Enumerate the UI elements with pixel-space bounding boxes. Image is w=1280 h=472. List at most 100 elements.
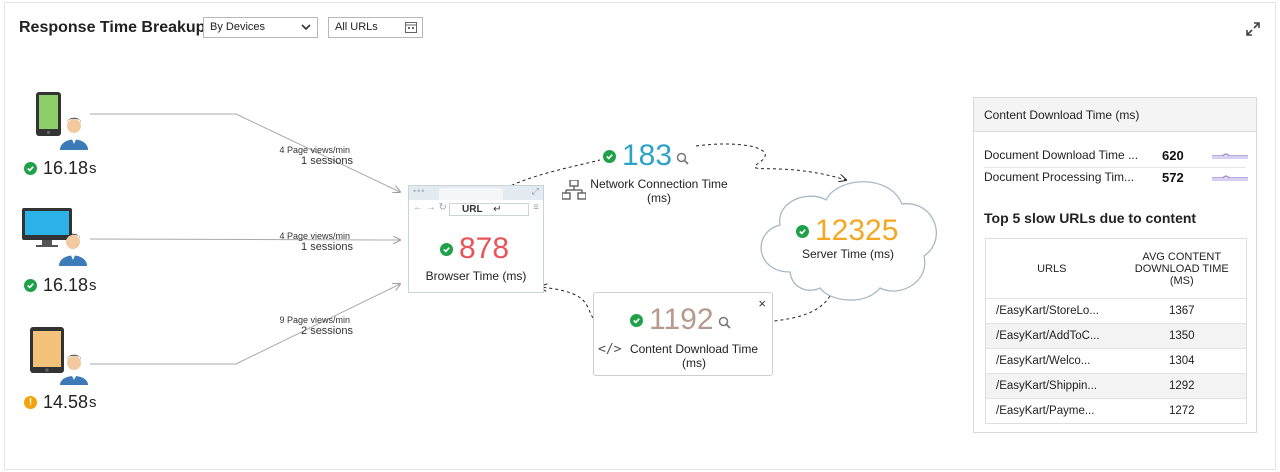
url-cell: /EasyKart/StoreLo... [985,298,1118,324]
panel-row-value: 572 [1162,170,1184,185]
col-time-header-line3: (MS) [1169,274,1194,287]
table-row[interactable]: /EasyKart/Shippin...1292 [985,373,1247,399]
table-row[interactable]: /EasyKart/Payme...1272 [985,398,1247,424]
browser-back-forward-icon: ← → ↻ [413,202,447,213]
col-time-header-line1: AVG CONTENT [1142,250,1222,263]
server-cloud [760,181,937,301]
content-time-label: Content Download Time (ms) [624,342,764,370]
mobile-page-views: 4 Page views/min [279,145,350,155]
page-title: Response Time Breakup [19,19,206,36]
slow-urls-table: URLS AVG CONTENT DOWNLOAD TIME (MS) /Eas… [985,238,1247,424]
view-by-value: By Devices [210,21,266,33]
table-row[interactable]: /EasyKart/StoreLo...1367 [985,298,1247,324]
browser-resize-icon: ⤢ [531,186,539,196]
server-time-label: Server Time (ms) [801,247,894,261]
time-cell: 1367 [1117,298,1247,324]
tablet-sessions: 2 sessions [301,325,353,337]
browser-time-value: 878 [459,232,510,265]
browser-navbar: ← → ↻ URL ↵ ≡ [409,200,543,216]
chevron-down-icon [301,24,311,31]
desktop-sessions: 1 sessions [301,241,353,253]
status-ok-icon [603,149,616,163]
mobile-sessions: 1 sessions [301,155,353,167]
time-cell: 1350 [1117,323,1247,349]
panel-row-value: 620 [1162,148,1184,163]
desktop-time-value: 16.18 [43,275,89,295]
url-cell: /EasyKart/AddToC... [985,323,1118,349]
browser-address-bar: URL ↵ [449,203,529,216]
desktop-user-icon [22,208,87,266]
mobile-time-unit: s [89,160,97,177]
panel-divider [984,167,1246,168]
browser-time-label: Browser Time (ms) [425,269,527,283]
network-time-metric[interactable]: 183 [603,141,690,171]
browser-menu-icon: ≡ [533,202,539,213]
network-label-line2: (ms) [647,191,671,205]
tablet-page-views: 9 Page views/min [279,315,350,325]
tablet-time-value: 14.58 [43,392,89,412]
time-cell: 1304 [1117,348,1247,374]
status-ok-icon [630,313,643,327]
network-time-value: 183 [622,139,673,172]
status-ok-icon [24,279,37,292]
url-cell: /EasyKart/Shippin... [985,373,1118,399]
widget-frame [4,2,1276,470]
table-header-row: URLS AVG CONTENT DOWNLOAD TIME (MS) [986,239,1247,299]
mobile-time-value: 16.18 [43,158,89,178]
panel-row-document-download[interactable]: Document Download Time ... 620 [984,148,1254,166]
top5-title: Top 5 slow URLs due to content [984,210,1197,226]
url-cell: /EasyKart/Welco... [985,348,1118,374]
url-filter-value: All URLs [335,21,378,33]
table-row[interactable]: /EasyKart/AddToC...1350 [985,323,1247,349]
sparkline [1212,175,1248,181]
content-download-card[interactable]: × [593,292,773,376]
content-label-line2: (ms) [682,356,706,370]
search-icon[interactable] [676,152,690,166]
url-filter-select[interactable]: All URLs [328,17,423,38]
table-row[interactable]: /EasyKart/Welco...1304 [985,348,1247,374]
desktop-page-views: 4 Page views/min [279,231,350,241]
browser-titlebar: ••• ⤢ [409,186,543,200]
network-time-label: Network Connection Time (ms) [582,177,736,205]
enter-icon: ↵ [493,204,502,215]
expand-icon[interactable] [1245,21,1261,37]
server-time-value: 12325 [815,214,899,247]
time-cell: 1292 [1117,373,1247,399]
sparkline [1212,153,1248,159]
code-icon: </> [598,342,622,357]
mobile-user-icon [36,92,88,150]
browser-time-metric: 878 [440,234,509,264]
server-time-metric[interactable]: 12325 [796,216,898,246]
status-ok-icon [24,162,37,175]
content-time-metric: 1192 [630,305,732,335]
col-time-header: AVG CONTENT DOWNLOAD TIME (MS) [1118,239,1247,299]
panel-title: Content Download Time (ms) [974,98,1256,132]
col-urls-header: URLS [1037,262,1067,275]
panel-row-label: Document Processing Tim... [984,170,1135,184]
calendar-icon [405,22,417,33]
view-by-dropdown[interactable]: By Devices [203,17,318,38]
tablet-time-unit: s [89,394,97,411]
network-icon [562,180,586,200]
panel-row-document-processing[interactable]: Document Processing Tim... 572 [984,170,1254,188]
content-label-line1: Content Download Time [629,342,759,356]
status-warning-icon: ! [24,396,37,409]
panel-row-label: Document Download Time ... [984,148,1139,162]
time-cell: 1272 [1117,398,1247,424]
status-ok-icon [796,224,809,238]
content-download-panel: Content Download Time (ms) Document Down… [973,97,1257,433]
desktop-time-unit: s [89,277,97,294]
browser-tab [439,188,503,200]
tablet-user-icon [30,327,88,385]
search-icon[interactable] [718,316,732,330]
browser-url-text: URL [462,204,483,215]
status-ok-icon [440,242,453,256]
col-time-header-line2: DOWNLOAD TIME [1134,262,1229,275]
content-time-value: 1192 [649,303,714,336]
close-icon[interactable]: × [758,296,766,311]
browser-time-card[interactable]: ••• ⤢ ← → ↻ URL ↵ ≡ [408,185,544,293]
